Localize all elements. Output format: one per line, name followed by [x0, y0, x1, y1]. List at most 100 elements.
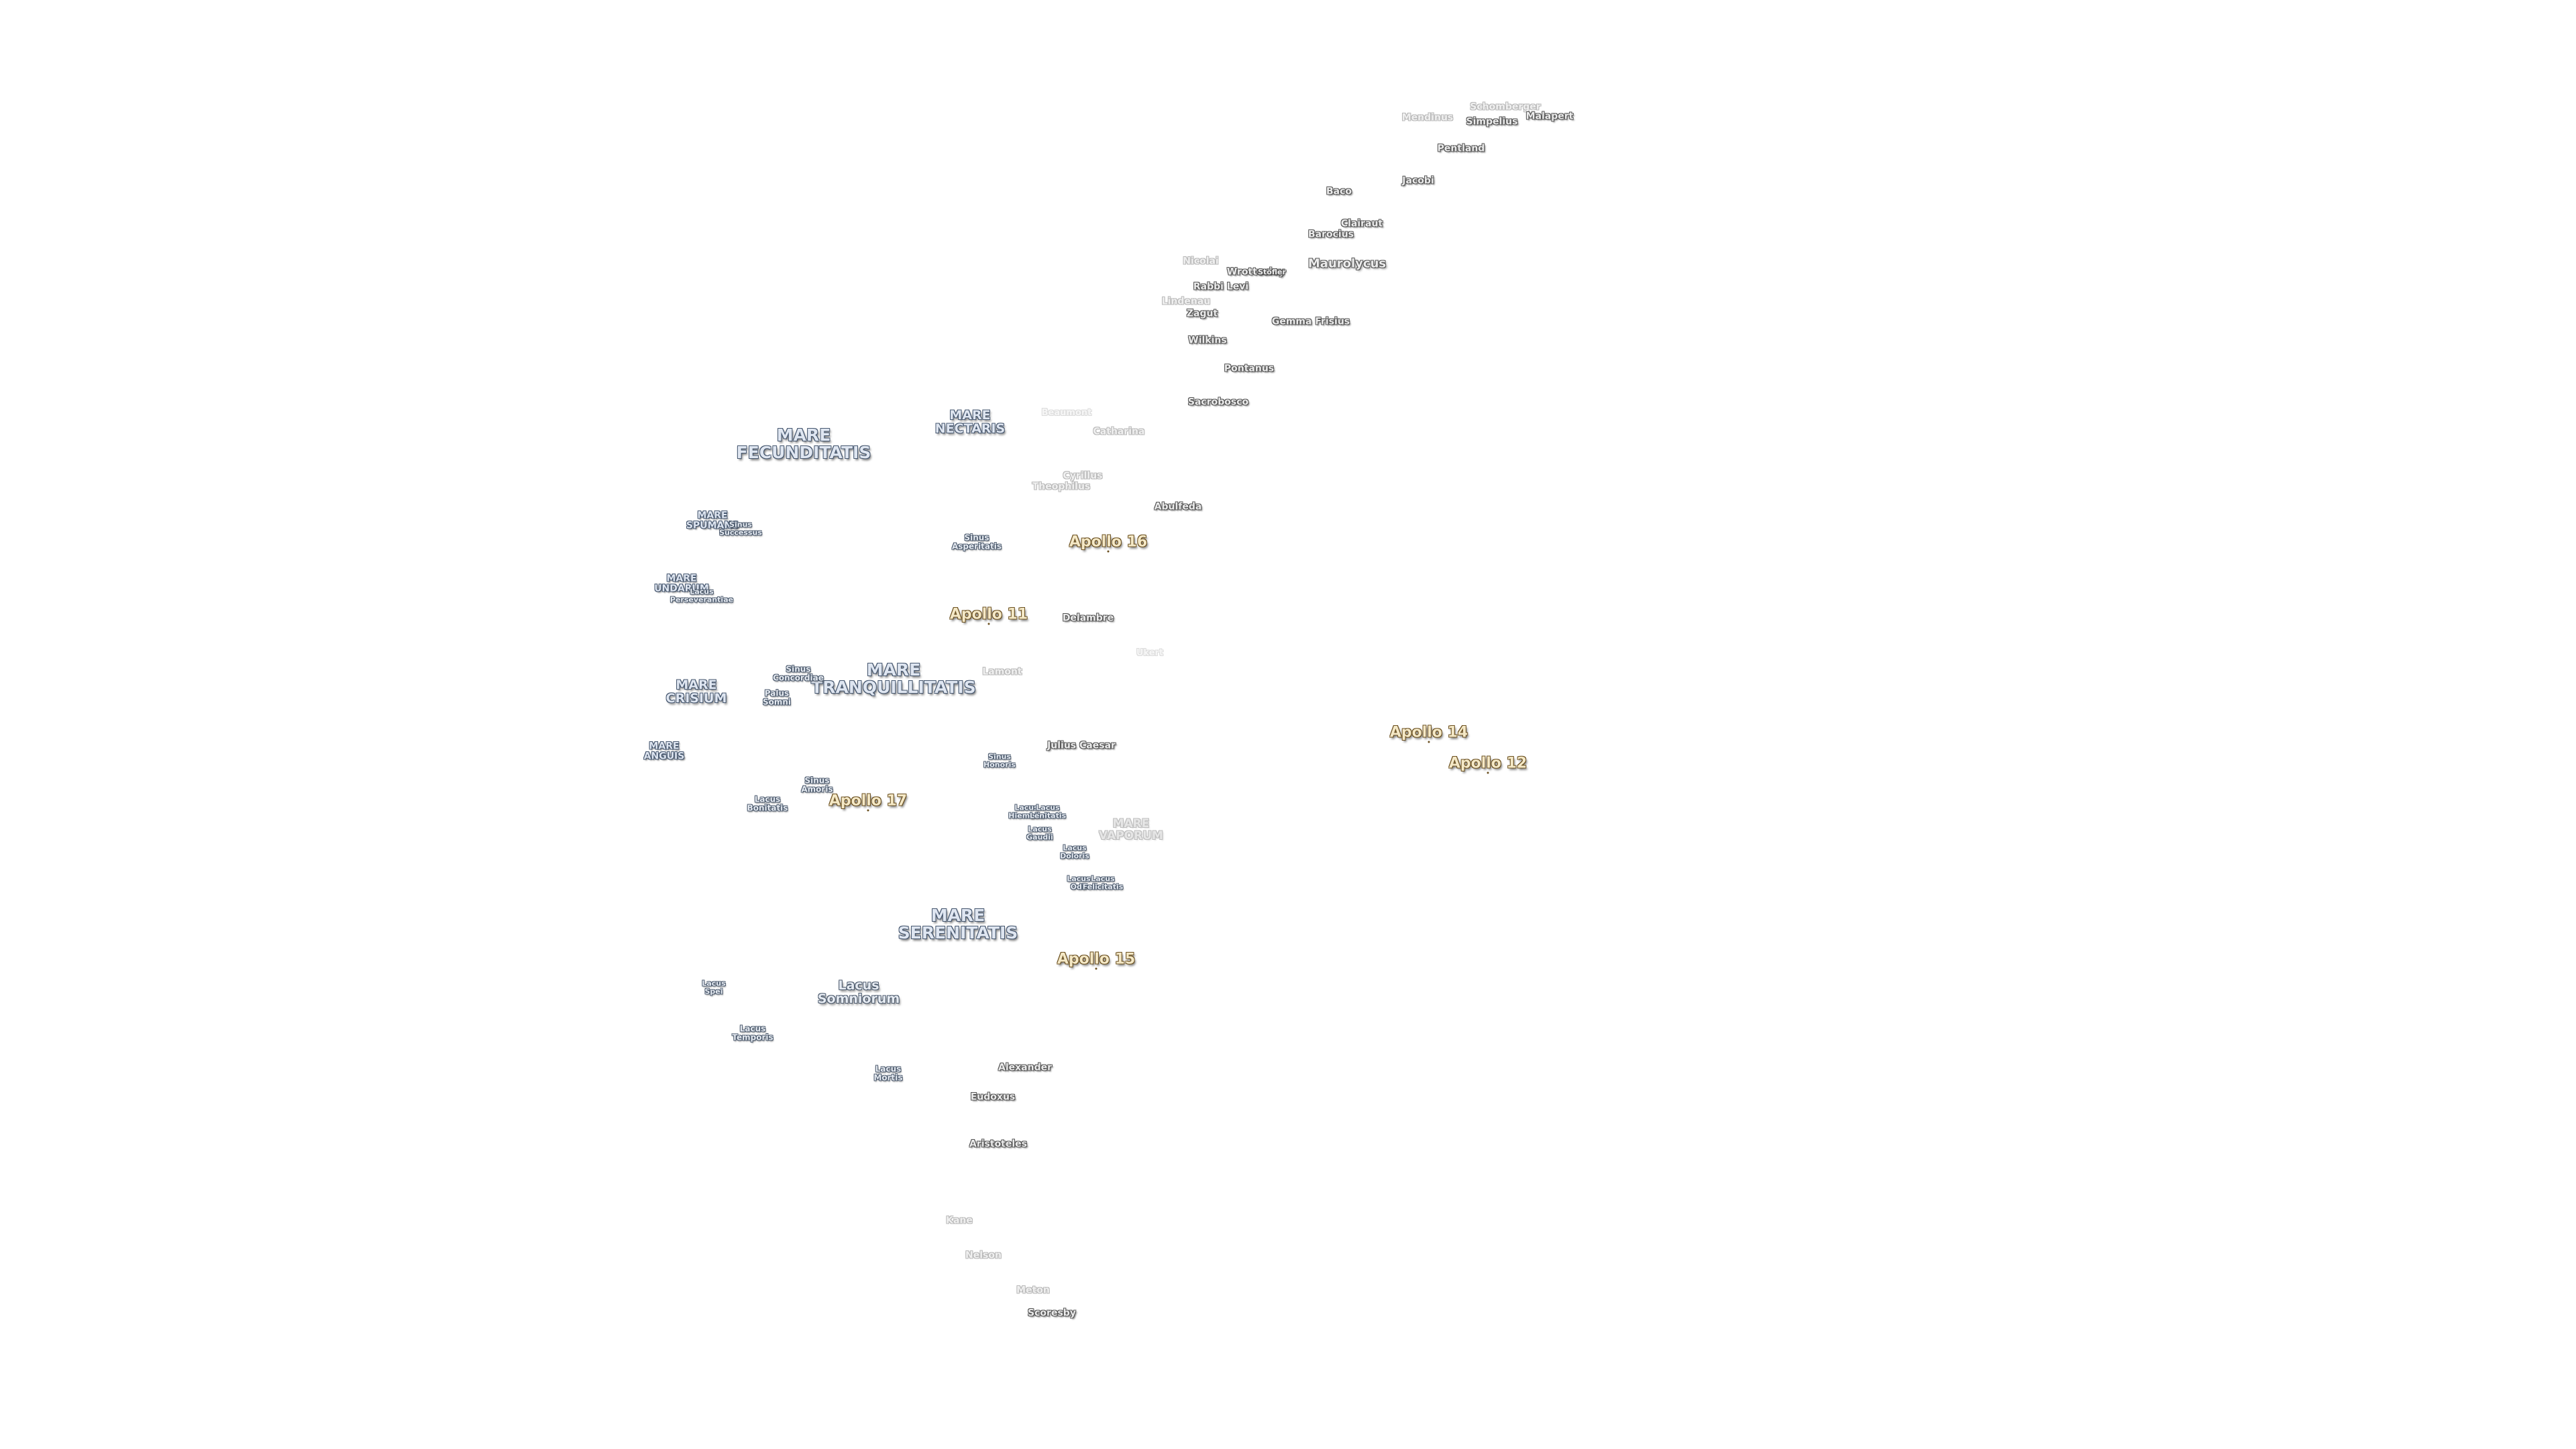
apollo-site-label-apollo-14[interactable]: Apollo 14 — [1389, 724, 1468, 741]
crater-label-delambre: Delambre — [1062, 612, 1114, 624]
crater-label-nelson: Nelson — [965, 1250, 1002, 1261]
crater-label-aristoteles: Aristoteles — [969, 1138, 1027, 1150]
feature-label-lacus-odii-line: Odii — [1070, 882, 1087, 891]
mare-label-mare-anguis-line: ANGUIS — [643, 751, 685, 761]
apollo-site-label-apollo-16[interactable]: Apollo 16 — [1069, 533, 1148, 551]
feature-label-sinus-honoris-line: Honoris — [983, 760, 1016, 769]
apollo-site-label-apollo-12[interactable]: Apollo 12 — [1448, 755, 1527, 772]
crater-label-stoefler: Stöfler — [1258, 268, 1286, 277]
apollo-site-marker-apollo-12[interactable] — [1487, 771, 1489, 774]
crater-label-kane: Kane — [946, 1215, 973, 1226]
crater-label-barocius: Barocius — [1307, 229, 1354, 240]
mare-label-mare-tranquillitatis-line: MARE — [866, 659, 921, 680]
mare-label-mare-spumans-line: MARE — [697, 510, 728, 521]
feature-label-palus-somni-line: Palus — [764, 688, 790, 698]
crater-label-catharina: Catharina — [1093, 426, 1145, 437]
feature-label-sinus-successus-line: Successus — [719, 528, 762, 537]
apollo-site-marker-apollo-15[interactable] — [1095, 967, 1097, 970]
feature-label-lacus-temporis-line: Lacus — [739, 1024, 766, 1034]
feature-label-lacus-doloris-line: Lacus — [1063, 843, 1087, 853]
mare-label-mare-nectaris-line: NECTARIS — [934, 421, 1006, 436]
feature-label-lacus-mortis-line: Lacus — [875, 1064, 902, 1074]
feature-label-lacus-odii-line: Lacus — [1067, 874, 1091, 883]
crater-label-meton: Meton — [1016, 1285, 1050, 1296]
crater-label-beaumont: Beaumont — [1041, 408, 1092, 419]
crater-label-zagut: Zagut — [1186, 308, 1218, 319]
feature-label-sinus-asperitatis-line: Sinus — [964, 533, 989, 543]
feature-label-lacus-lenitatis-line: Lenitatis — [1029, 811, 1067, 820]
apollo-site-marker-apollo-17[interactable] — [867, 809, 869, 812]
crater-label-jacobi: Jacobi — [1402, 175, 1434, 186]
crater-label-abulfeda: Abulfeda — [1154, 501, 1202, 513]
crater-label-cyrillus: Cyrillus — [1063, 470, 1103, 482]
crater-label-pontanus: Pontanus — [1224, 363, 1275, 374]
mare-label-mare-serenitatis-line: MARE — [930, 905, 985, 925]
mare-label-mare-anguis-line: MARE — [649, 741, 680, 752]
feature-label-lacus-somniorum-line: Lacus — [838, 978, 879, 994]
feature-label-sinus-honoris-line: Sinus — [988, 752, 1011, 761]
crater-label-malapert: Malapert — [1525, 111, 1574, 122]
apollo-site-label-apollo-11[interactable]: Apollo 11 — [949, 606, 1028, 623]
feature-label-lacus-bonitatis-line: Bonitatis — [747, 803, 788, 812]
mare-label-mare-tranquillitatis-line: TRANQUILLITATIS — [811, 678, 976, 697]
mare-label-mare-crisium-line: CRISIUM — [665, 691, 727, 706]
mare-label-mare-spumans-line: SPUMANS — [686, 520, 739, 531]
mare-label-mare-serenitatis-line: SERENITATIS — [898, 923, 1018, 943]
feature-label-lacus-temporis-line: Temporis — [732, 1032, 773, 1042]
apollo-site-label-apollo-15[interactable]: Apollo 15 — [1057, 951, 1136, 968]
feature-label-lacus-somniorum-line: Somniorum — [817, 991, 900, 1006]
feature-label-lacus-felicitatis-line: Lacus — [1091, 874, 1115, 883]
feature-label-sinus-amoris-line: Sinus — [804, 775, 830, 786]
apollo-site-label-apollo-17[interactable]: Apollo 17 — [828, 792, 908, 810]
crater-label-alexander: Alexander — [998, 1062, 1052, 1073]
crater-label-simpelius: Simpelius — [1466, 116, 1518, 127]
crater-label-julius-caesar: Julius Caesar — [1047, 740, 1116, 751]
crater-label-schomberger: Schomberger — [1470, 101, 1541, 113]
crater-label-gemma-frisius: Gemma Frisius — [1271, 316, 1350, 327]
mare-label-mare-vaporum-line: VAPORUM — [1099, 829, 1163, 843]
feature-label-sinus-successus-line: Sinus — [729, 520, 752, 529]
crater-label-sacrobosco: Sacrobosco — [1187, 396, 1249, 408]
feature-label-lacus-spei-line: Lacus — [702, 979, 726, 988]
feature-label-lacus-gaudii-line: Lacus — [1028, 824, 1052, 834]
feature-label-lacus-spei-line: Spei — [704, 987, 723, 996]
apollo-site-marker-apollo-16[interactable] — [1107, 550, 1110, 553]
crater-label-theophilus: Theophilus — [1032, 481, 1091, 492]
crater-label-wrottesley: Wrottesley — [1226, 266, 1285, 278]
feature-label-lacus-gaudii-line: Gaudii — [1026, 833, 1053, 841]
crater-label-maurolycus: Maurolycus — [1307, 256, 1387, 271]
apollo-site-marker-apollo-11[interactable] — [987, 623, 990, 625]
crater-label-baco: Baco — [1326, 186, 1352, 197]
mare-label-mare-vaporum-line: MARE — [1112, 817, 1150, 831]
mare-label-mare-crisium-line: MARE — [676, 678, 717, 693]
crater-label-pentland: Pentland — [1437, 143, 1485, 154]
feature-label-lacus-hiemalis-line: Lacus — [1014, 803, 1038, 812]
feature-label-sinus-amoris-line: Amoris — [801, 784, 833, 794]
apollo-site-marker-apollo-14[interactable] — [1428, 741, 1430, 743]
crater-label-rabbi-levi: Rabbi Levi — [1193, 281, 1249, 292]
crater-label-nicolai: Nicolai — [1183, 256, 1219, 267]
crater-label-ukert: Ukert — [1136, 648, 1164, 659]
